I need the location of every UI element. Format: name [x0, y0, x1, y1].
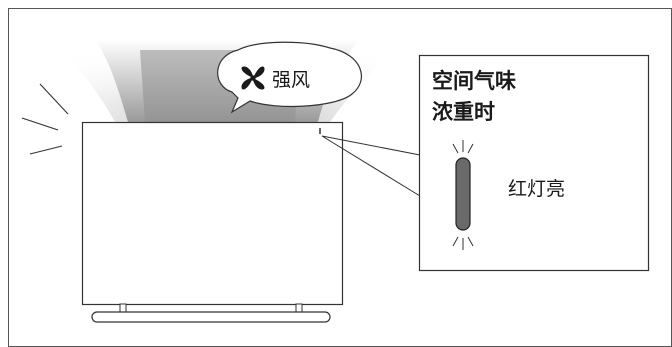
- air-purifier: [81, 121, 344, 323]
- fan-icon: [241, 66, 265, 90]
- status-callout: 空间气味 浓重时 红灯亮: [418, 54, 650, 272]
- purifier-body: [81, 121, 344, 306]
- mode-speech-bubble: 强风: [217, 41, 362, 114]
- light-glow-lines-bottom: [452, 236, 474, 250]
- purifier-base: [91, 311, 331, 323]
- indicator-status-text: 红灯亮: [508, 178, 565, 200]
- callout-title-line2: 浓重时: [432, 100, 495, 124]
- speech-bubble-outline: [217, 41, 362, 114]
- vibration-lines: [21, 83, 69, 155]
- callout-leader: [321, 135, 421, 197]
- callout-title-line1: 空间气味: [432, 69, 516, 93]
- light-glow-lines-top: [452, 140, 474, 154]
- red-indicator-light: [455, 157, 471, 231]
- mode-label: 强风: [272, 69, 310, 91]
